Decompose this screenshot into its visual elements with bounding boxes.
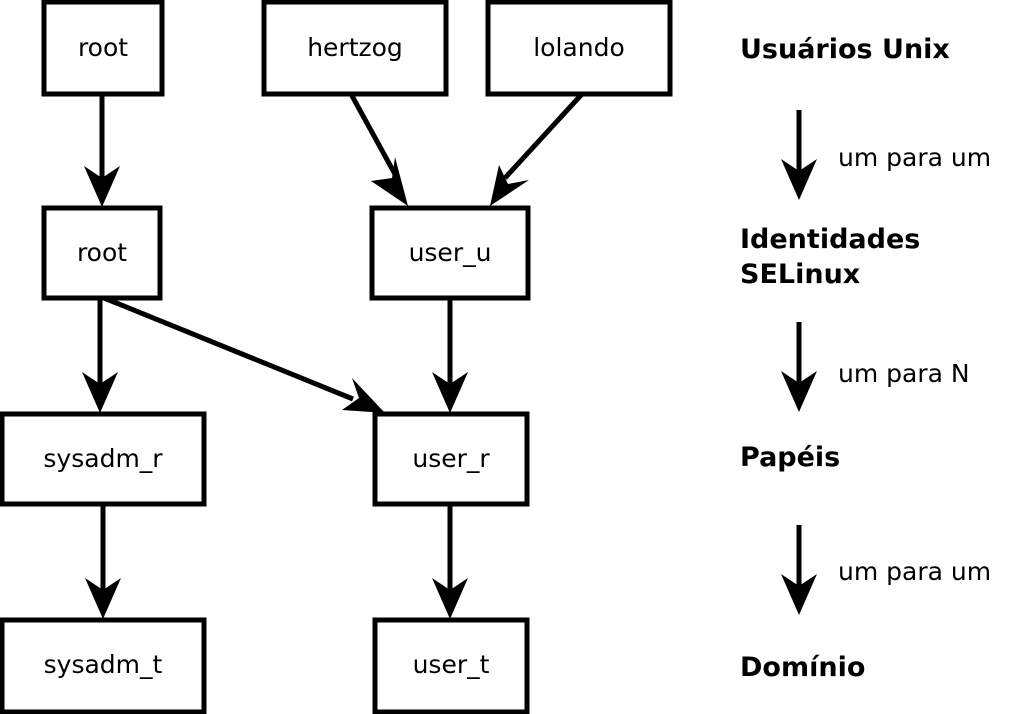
node-label: root [77, 238, 127, 267]
node-unix-hertzog[interactable]: hertzog [261, 0, 449, 97]
node-label: root [78, 33, 128, 62]
legend-arrow-identities-to-roles [781, 322, 817, 412]
legend-level-selinux-line1: Identidades [740, 224, 920, 255]
node-unix-root[interactable]: root [41, 0, 165, 97]
legend-relation-roles-to-domain: um para um [838, 557, 991, 586]
node-label: user_u [409, 238, 492, 267]
legend-level-selinux-line2: SELinux [740, 259, 860, 290]
edge-hertzog-to-user-u [348, 92, 408, 206]
node-label: user_t [413, 650, 490, 679]
legend-arrow-users-to-identities [781, 110, 817, 200]
node-label: lolando [533, 33, 625, 62]
legend-level-unix-users: Usuários Unix [740, 34, 950, 65]
node-label: hertzog [307, 33, 403, 62]
node-unix-lolando[interactable]: lolando [485, 0, 673, 97]
node-label: sysadm_t [44, 650, 163, 679]
edge-selinux-root-to-sysadm-r [82, 298, 118, 413]
node-selinux-user-u[interactable]: user_u [369, 205, 531, 301]
node-role-sysadm-r[interactable]: sysadm_r [0, 411, 207, 507]
legend-relation-identities-to-roles: um para N [838, 359, 970, 388]
node-label: user_r [412, 444, 490, 473]
edge-user-r-to-user-t [432, 504, 468, 619]
node-role-user-r[interactable]: user_r [372, 411, 530, 507]
node-label: sysadm_r [43, 444, 163, 473]
legend-level-domain: Domínio [740, 652, 865, 683]
node-domain-sysadm-t[interactable]: sysadm_t [0, 617, 207, 714]
edge-unix-root-to-selinux-root [84, 94, 120, 207]
edge-selinux-root-to-user-r [103, 295, 385, 413]
legend-level-roles: Papéis [740, 442, 840, 473]
edge-lolando-to-user-u [490, 92, 584, 206]
legend-arrow-roles-to-domain [781, 525, 817, 615]
edge-sysadm-r-to-sysadm-t [85, 504, 121, 619]
legend-relation-users-to-identities: um para um [838, 143, 991, 172]
edge-user-u-to-user-r [432, 298, 468, 413]
node-selinux-root[interactable]: root [41, 205, 163, 301]
node-domain-user-t[interactable]: user_t [372, 617, 530, 714]
